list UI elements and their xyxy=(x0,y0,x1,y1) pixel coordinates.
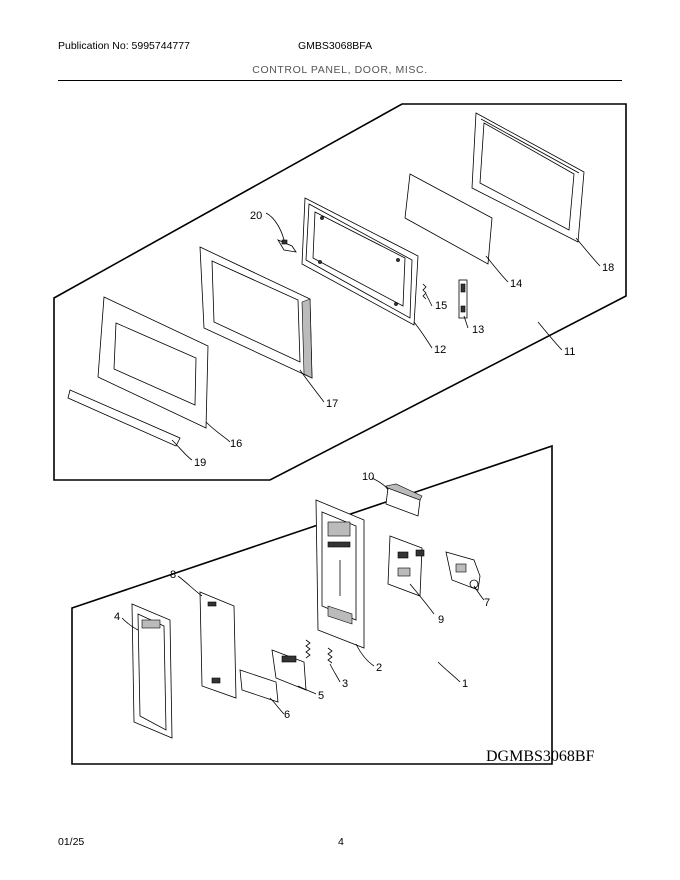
upper-leader-lines xyxy=(171,212,601,461)
callout-2: 2 xyxy=(376,662,382,674)
section-title: CONTROL PANEL, DOOR, MISC. xyxy=(252,64,428,76)
part-6-plate xyxy=(239,669,279,703)
part-13-latch xyxy=(458,279,468,319)
callout-19: 19 xyxy=(194,457,206,469)
door-group-border xyxy=(53,103,627,481)
part-12-inner-door xyxy=(301,197,419,326)
part-4-keypad xyxy=(131,603,173,739)
callout-9: 9 xyxy=(438,614,444,626)
part-9-circuit-board xyxy=(387,535,425,597)
callout-16: 16 xyxy=(230,438,242,450)
callout-3: 3 xyxy=(342,678,348,690)
page-number: 4 xyxy=(338,836,344,848)
callout-13: 13 xyxy=(472,324,484,336)
part-8-membrane xyxy=(199,591,237,699)
callout-15: 15 xyxy=(435,300,447,312)
part-7-switch xyxy=(445,551,481,591)
part-15-spring xyxy=(422,283,427,300)
callout-20: 20 xyxy=(250,210,262,222)
lower-leader-lines xyxy=(121,477,485,715)
callout-5: 5 xyxy=(318,690,324,702)
part-10-display xyxy=(385,483,423,517)
callout-6: 6 xyxy=(284,709,290,721)
callout-1: 1 xyxy=(462,678,468,690)
callout-10: 10 xyxy=(362,471,374,483)
callout-17: 17 xyxy=(326,398,338,410)
drawing-id: DGMBS3068BF xyxy=(486,748,595,765)
callout-4: 4 xyxy=(114,611,120,623)
footer-date: 01/25 xyxy=(58,836,85,848)
callout-7: 7 xyxy=(484,597,490,609)
part-16-outer-panel xyxy=(97,296,209,429)
part-19-trim xyxy=(67,389,181,447)
callout-8: 8 xyxy=(170,569,176,581)
part-5-button xyxy=(271,649,307,691)
part-17-door-choke xyxy=(199,246,313,379)
callout-14: 14 xyxy=(510,278,522,290)
part-18-door-frame xyxy=(471,112,585,243)
part-3-springs xyxy=(305,639,333,664)
callout-18: 18 xyxy=(602,262,614,274)
model-number: GMBS3068BFA xyxy=(298,40,373,52)
header-rule xyxy=(58,80,622,81)
part-2-control-housing xyxy=(315,499,365,649)
part-20-hinge xyxy=(277,239,297,253)
callout-12: 12 xyxy=(434,344,446,356)
callout-11: 11 xyxy=(564,346,575,358)
part-14-glass xyxy=(404,173,493,265)
publication-number: Publication No: 5995744777 xyxy=(58,40,190,52)
